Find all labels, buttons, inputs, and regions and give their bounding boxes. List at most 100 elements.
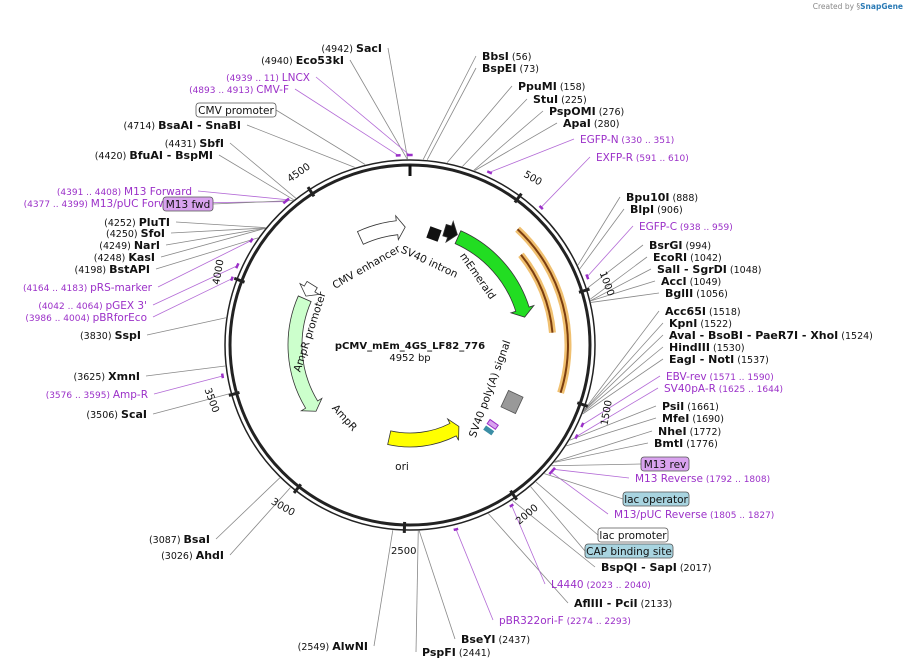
leader-line (583, 322, 664, 411)
enzyme-site-blpi: BlpI (906) (630, 203, 683, 216)
tick-label: 1500 (600, 399, 615, 426)
leader-line (197, 190, 288, 201)
primer-m13-puc-forward: (4377 .. 4399) M13/pUC Forward (24, 198, 184, 210)
orf-arc-inner (516, 228, 569, 394)
leader-line (569, 405, 657, 441)
m13-rev-mark (486, 418, 499, 431)
tick-label: 2000 (514, 502, 541, 527)
ampr-promoter-arrow (299, 280, 321, 297)
enzyme-site-bfuai-bspmi: (4420) BfuAI - BspMI (95, 149, 213, 162)
tick-mark (306, 186, 316, 198)
leader-line (474, 122, 558, 171)
leader-line (586, 244, 644, 289)
primer-prs-marker: (4164 .. 4183) pRS-marker (23, 282, 153, 294)
feature-box-label: CMV promoter (198, 105, 274, 117)
enzyme-site-mfei: MfeI (1690) (662, 412, 724, 425)
leader-line (551, 463, 642, 467)
memerald-arrow (454, 230, 536, 318)
enzyme-site-bmti: BmtI (1776) (654, 437, 718, 450)
leader-line (455, 529, 494, 621)
primer-pbr322ori-f: pBR322ori-F (2274 .. 2293) (499, 615, 631, 627)
primer-site (585, 273, 590, 280)
plasmid-center-label: pCMV_mEm_4GS_LF82_776 4952 bp (335, 341, 485, 364)
primer-site (235, 262, 240, 269)
enzyme-site-saci: (4942) SacI (321, 42, 382, 55)
lac-operator-mark (483, 425, 495, 436)
leader-line (566, 417, 657, 447)
leader-line (155, 237, 259, 270)
primer-site (509, 503, 514, 508)
leader-line (582, 358, 664, 415)
leader-line (579, 208, 625, 270)
primer-site (249, 237, 254, 243)
enzyme-site-bstapi: (4198) BstAPI (75, 263, 150, 276)
enzyme-site-bbsi: BbsI (56) (482, 50, 531, 63)
tick-label: 500 (522, 169, 544, 188)
leader-line (530, 486, 586, 552)
leader-line (511, 505, 546, 585)
enzyme-site-nari: (4249) NarI (99, 239, 160, 252)
primer-l4440: L4440 (2023 .. 2040) (551, 579, 651, 591)
enzyme-site-psii: PsiI (1661) (662, 400, 719, 413)
sv40-intron-label: SV40 intron (399, 244, 460, 281)
sv40-intron-arrow (442, 220, 458, 244)
cmv-enhancer-arrow (356, 214, 406, 245)
primer-ebv-rev: EBV-rev (1571 .. 1590) (666, 371, 774, 383)
leader-line (591, 292, 660, 303)
primer-amp-r: (3576 .. 3595) Amp-R (46, 389, 148, 401)
primer-site (486, 170, 493, 175)
leader-line (584, 310, 660, 410)
leader-line (212, 200, 293, 205)
primer-site (548, 469, 554, 475)
leader-line (488, 513, 569, 604)
leader-line (473, 110, 544, 171)
leader-line (387, 47, 409, 160)
tick-mark (228, 391, 240, 397)
leader-line (540, 156, 591, 208)
leader-line (586, 225, 634, 277)
enzyme-site-hindiii: HindIII (1530) (669, 341, 745, 354)
enzyme-site-sfoi: (4250) SfoI (106, 227, 165, 240)
enzyme-site-bseyi: BseYI (2437) (461, 633, 530, 646)
tick-mark (576, 401, 589, 408)
feature-box-label: lac operator (624, 494, 688, 506)
feature-box-m13-fwd (162, 196, 214, 212)
enzyme-site-pspomi: PspOMI (276) (549, 105, 624, 118)
enzyme-site-sspi: (3830) SspI (80, 329, 141, 342)
enzyme-site-nhei: NheI (1772) (658, 425, 721, 438)
labels: BbsI (56)BspEI (73)PpuMI (158)StuI (225)… (23, 42, 873, 659)
plasmid-name: pCMV_mEm_4GS_LF82_776 (335, 341, 485, 352)
enzyme-site-sbfi: (4431) SbfI (165, 137, 224, 150)
tick-mark (292, 483, 302, 494)
leader-line (145, 365, 226, 377)
leader-line (146, 317, 227, 336)
tick-mark (513, 192, 523, 204)
enzyme-site-kpni: KpnI (1522) (669, 317, 732, 330)
leader-line (170, 227, 266, 234)
leader-line (422, 55, 477, 160)
orf-arc-2-inner (520, 254, 554, 333)
primer-site (285, 197, 290, 203)
enzyme-site-ppumi: PpuMI (158) (518, 80, 585, 93)
leader-line (576, 387, 659, 437)
leader-line (218, 154, 294, 201)
enzyme-site-ahdi: (3026) AhdI (161, 549, 224, 562)
leader-line (229, 142, 297, 199)
enzyme-site-scai: (3506) ScaI (86, 408, 147, 421)
tick-label: 3000 (269, 497, 297, 519)
tick-label: 4000 (211, 259, 226, 286)
cmv-enhancer-label: CMV enhancer (330, 243, 403, 292)
feature-box-label: lac promoter (599, 530, 667, 542)
enzyme-site-apai: ApaI (280) (563, 117, 619, 130)
primer-site (538, 205, 544, 211)
primer-site (574, 434, 579, 440)
primer-pbrforeco: (3986 .. 4004) pBRforEco (25, 312, 147, 324)
tick-mark (509, 489, 519, 501)
primer-site (220, 373, 225, 379)
leader-line (590, 268, 652, 301)
primer-m13-reverse: M13 Reverse (1792 .. 1808) (635, 473, 770, 485)
tick-mark (578, 287, 590, 294)
enzyme-site-eco53ki: (4940) Eco53kI (261, 54, 344, 67)
enzyme-site-eagi-noti: EagI - NotI (1537) (669, 353, 769, 366)
leader-line (554, 442, 649, 463)
